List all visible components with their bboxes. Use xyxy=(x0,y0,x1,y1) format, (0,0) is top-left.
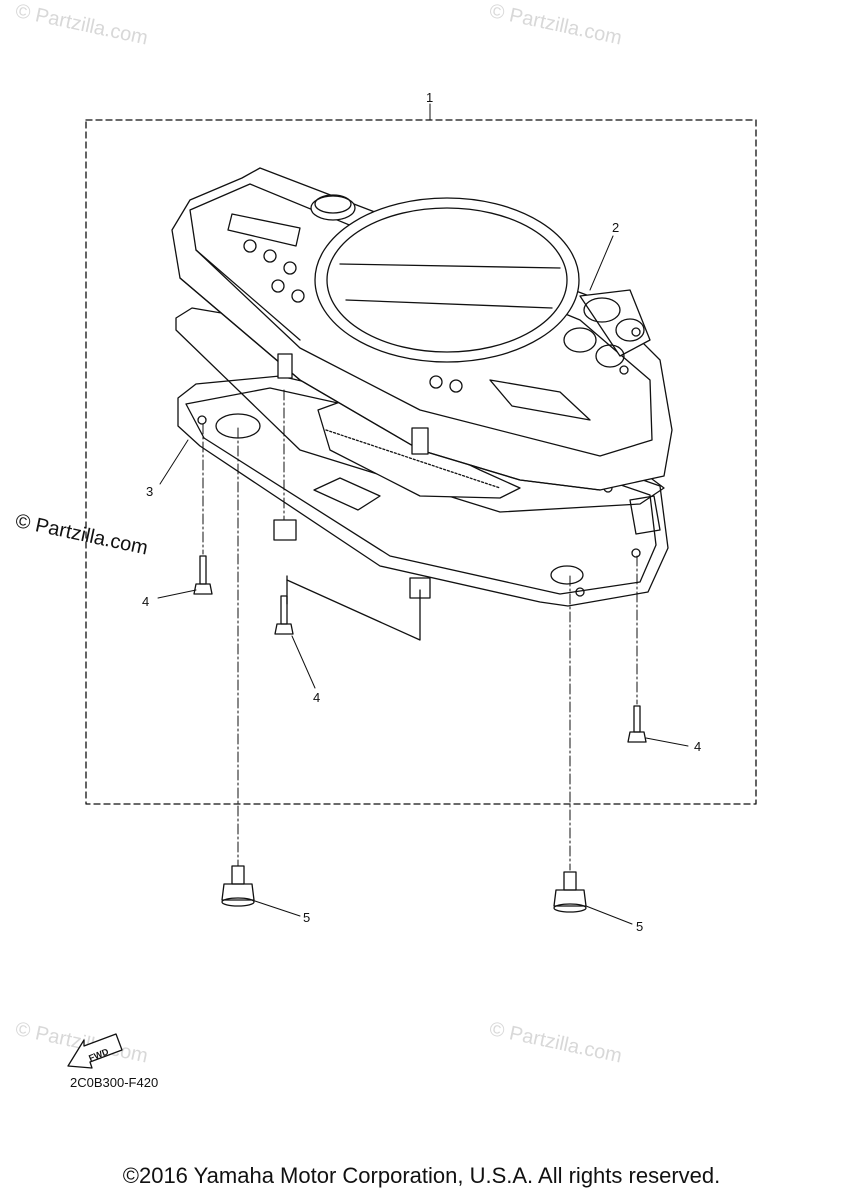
screw-4-left xyxy=(193,555,213,595)
callout-3: 3 xyxy=(146,484,153,499)
callout-1: 1 xyxy=(426,90,433,105)
center-lines xyxy=(202,389,638,871)
screw-4-middle xyxy=(274,595,294,635)
leader-lines xyxy=(157,103,689,925)
assembly-boundary xyxy=(85,119,757,805)
bolt-5-left xyxy=(221,865,255,907)
screw-4-right xyxy=(627,705,647,743)
callout-2: 2 xyxy=(612,220,619,235)
callout-5-right: 5 xyxy=(636,919,643,934)
meter-body xyxy=(171,167,673,491)
callout-4-middle: 4 xyxy=(313,690,320,705)
callout-4-right: 4 xyxy=(694,739,701,754)
diagram-code: 2C0B300-F420 xyxy=(70,1075,159,1090)
callout-4-left: 4 xyxy=(142,594,149,609)
copyright-notice: ©2016 Yamaha Motor Corporation, U.S.A. A… xyxy=(122,1163,721,1188)
bolt-5-right xyxy=(553,871,587,913)
callout-5-left: 5 xyxy=(303,910,310,925)
fwd-arrow-icon: FWD xyxy=(67,1033,123,1069)
